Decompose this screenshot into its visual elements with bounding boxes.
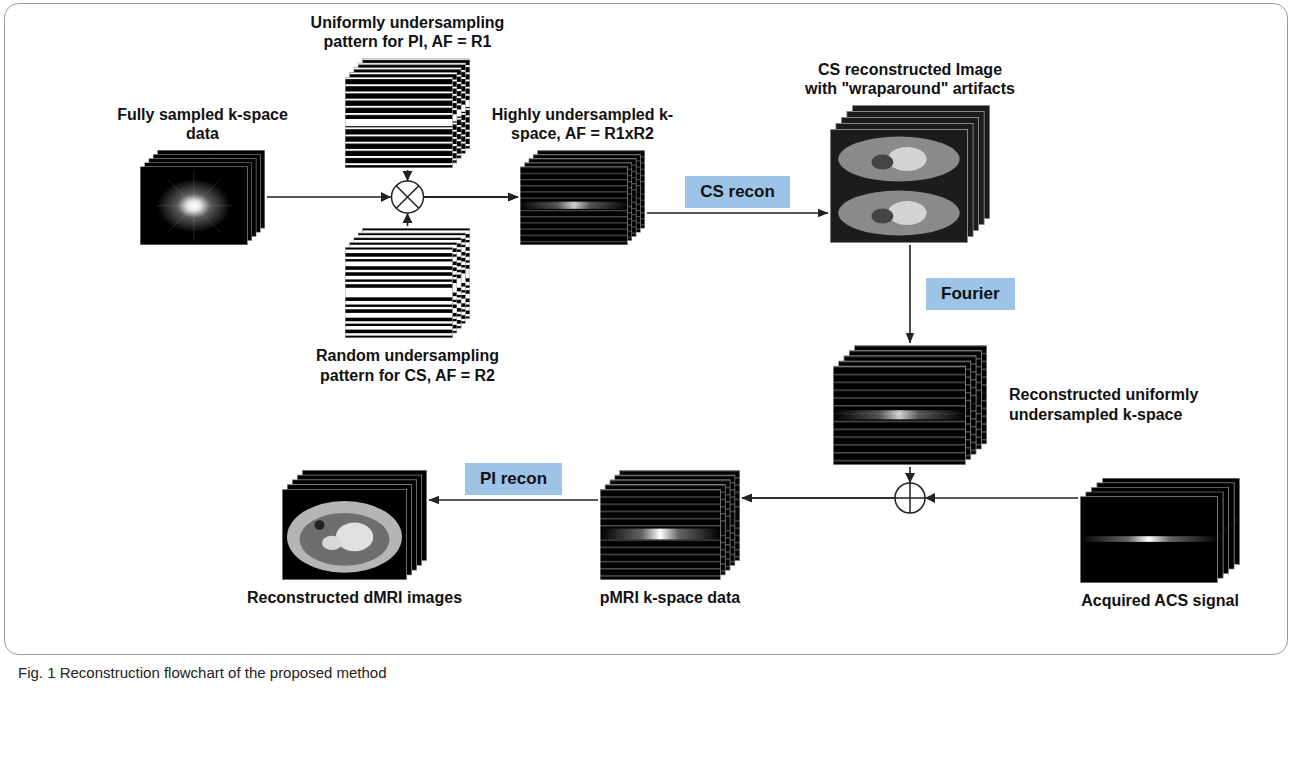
sum-symbol [895, 473, 935, 513]
node-heading: CS reconstructed Image with "wraparound"… [800, 60, 1020, 99]
dmri-image-stack [282, 470, 427, 580]
image-node: Reconstructed dMRI images [282, 470, 427, 580]
process-label: Fourier [926, 278, 1015, 310]
node-text: pMRI k-space data [570, 588, 770, 608]
node-heading: Highly undersampled k-space, AF = R1xR2 [483, 105, 683, 144]
flow-arrow [429, 499, 598, 501]
node-text: Uniformly undersampling pattern for PI, … [288, 13, 528, 52]
node-heading: Reconstructed dMRI images [215, 588, 495, 608]
flow-arrow [647, 212, 828, 214]
node-text: Fully sampled k-space data [103, 105, 303, 144]
flow-arrow [408, 170, 519, 197]
flow-arrow [408, 197, 519, 226]
pmri-kspace-stack [600, 470, 740, 580]
undersampled-kspace-stack [520, 150, 645, 245]
node-text: Highly undersampled k-space, AF = R1xR2 [483, 105, 683, 144]
image-node: Fully sampled k-space data [140, 150, 265, 245]
node-heading: Reconstructed uniformly undersampled k-s… [1009, 385, 1249, 424]
node-text: Reconstructed dMRI images [215, 588, 495, 608]
node-text: CS reconstructed Image with "wraparound"… [800, 60, 1020, 99]
node-text: Reconstructed uniformly undersampled k-s… [1009, 385, 1249, 424]
acs-stack [1080, 478, 1240, 583]
node-text: Random undersampling pattern for CS, AF … [288, 346, 528, 385]
node-heading: Uniformly undersampling pattern for PI, … [288, 13, 528, 52]
node-text: Acquired ACS signal [1050, 591, 1270, 611]
random-mask-stack [345, 228, 470, 338]
recon-kspace-stack [833, 345, 987, 465]
flow-arrow [742, 467, 910, 498]
node-heading: Acquired ACS signal [1050, 591, 1270, 611]
figure-frame [5, 4, 1288, 655]
multiply-symbol [381, 171, 424, 223]
node-heading: Random undersampling pattern for CS, AF … [288, 346, 528, 385]
flow-arrow [909, 245, 911, 343]
process-label: PI recon [465, 463, 562, 495]
image-node: Highly undersampled k-space, AF = R1xR2 [520, 150, 645, 245]
image-node: Reconstructed uniformly undersampled k-s… [833, 345, 987, 465]
cs-image-stack [830, 105, 990, 243]
node-heading: Fully sampled k-space data [103, 105, 303, 144]
image-node: CS reconstructed Image with "wraparound"… [830, 105, 990, 243]
kspace-stack [140, 150, 265, 245]
image-node: Random undersampling pattern for CS, AF … [345, 228, 470, 338]
image-node: pMRI k-space data [600, 470, 740, 580]
process-label: CS recon [685, 176, 790, 208]
figure-caption: Fig. 1 Reconstruction flowchart of the p… [18, 664, 387, 681]
node-heading: pMRI k-space data [570, 588, 770, 608]
image-node: Uniformly undersampling pattern for PI, … [345, 58, 470, 168]
image-node: Acquired ACS signal [1080, 478, 1240, 583]
uniform-mask-stack [345, 58, 470, 168]
